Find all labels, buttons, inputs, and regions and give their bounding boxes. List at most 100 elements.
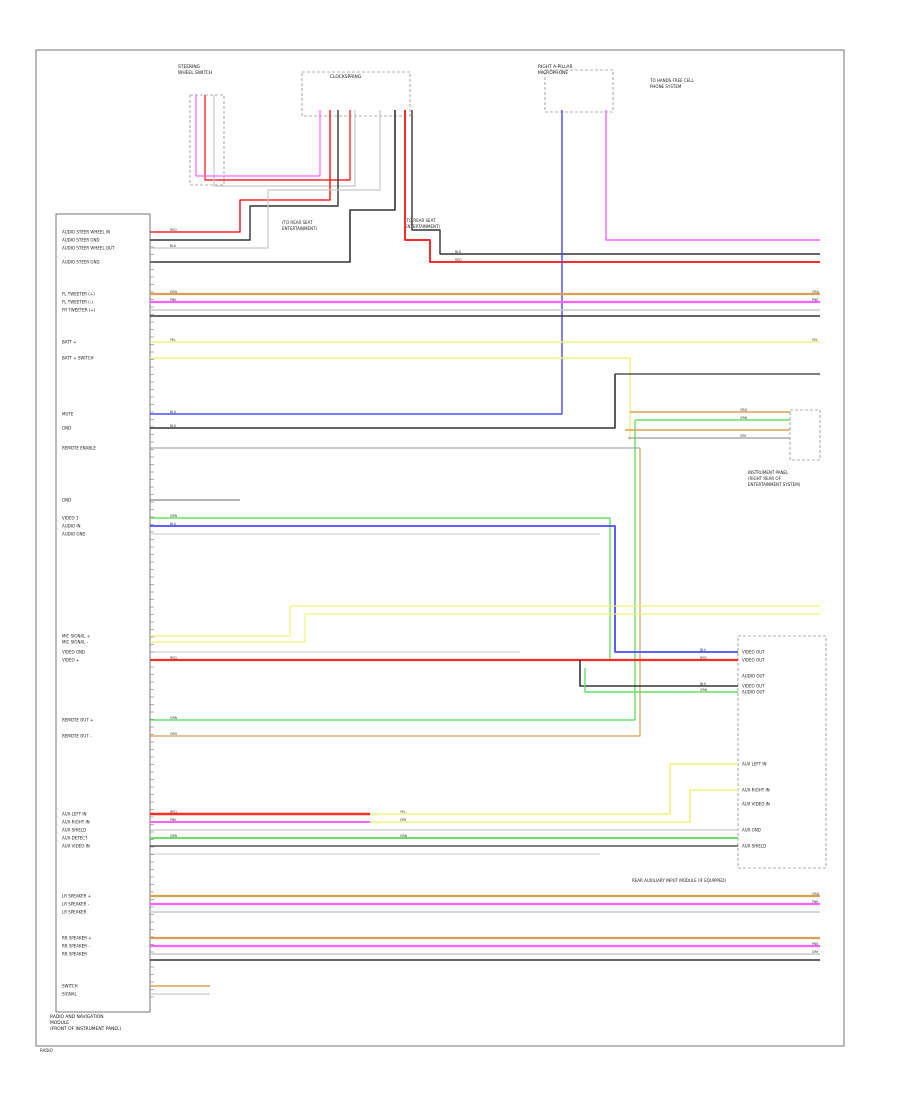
wire-code: GRN	[400, 834, 408, 838]
component-label: REAR AUXILIARY INPUT MODULE (IF EQUIPPED…	[632, 878, 726, 883]
wire-yellow	[370, 789, 738, 823]
wire-code: YEL	[812, 338, 818, 342]
wire-code: BLK	[170, 424, 177, 428]
pin-label: AUX SHIELD	[62, 828, 86, 833]
module-pin-label: AUX SHIELD	[742, 844, 766, 849]
left-pin-labels: AUDIO STEER WHEEL IN AUDIO STEER GND AUDIO…	[62, 230, 115, 997]
pin-label: LR SPEAKER -	[62, 902, 90, 907]
wire-code: ORG	[740, 408, 748, 412]
wire-red	[204, 95, 351, 181]
module-pin-label: AUDIO OUT	[742, 674, 765, 679]
component-note: PHONE SYSTEM	[650, 84, 682, 89]
wire-dark	[411, 110, 820, 255]
pin-label: LR SPEAKER +	[62, 894, 91, 899]
wire-dark	[579, 660, 738, 687]
pin-label: REMOTE OUT +	[62, 718, 93, 723]
pin-label: GND	[62, 426, 71, 431]
component-label: RIGHT A-PILLAR	[538, 64, 573, 70]
pin-label: VIDEO +	[62, 658, 79, 663]
pin-label: SWITCH	[62, 984, 78, 989]
wire-yellow	[150, 605, 820, 637]
pin-label: AUDIO GND	[62, 532, 86, 537]
pin-label: MIC SIGNAL -	[62, 640, 89, 645]
wire-code: GRY	[400, 818, 406, 822]
wire-code: YEL	[170, 338, 176, 342]
pin-label: FL TWEETER (+)	[62, 292, 95, 297]
pin-label: GND	[62, 498, 71, 503]
wire-code: RED	[170, 656, 177, 660]
wire-code: BLU	[170, 522, 177, 526]
component-label: MICROPHONE	[538, 70, 568, 76]
module-pin-label: VIDEO OUT	[742, 684, 765, 689]
wire-gray	[213, 95, 356, 187]
diagram-frame	[35, 49, 845, 1047]
connector-outline	[189, 94, 225, 186]
wire-dark	[150, 110, 396, 263]
wire-red	[404, 110, 820, 263]
component-label: CLOCKSPRING	[330, 74, 362, 80]
pin-label: VIDEO 1	[62, 516, 79, 521]
module-pin-label: AUX LEFT IN	[742, 762, 767, 767]
wire-green	[584, 668, 738, 693]
wire-dark	[150, 110, 339, 241]
component-label: (FRONT OF INSTRUMENT PANEL)	[50, 1026, 122, 1032]
wire-code: RED	[170, 228, 177, 232]
wire-blue	[150, 110, 563, 415]
wire-code: PNK	[812, 942, 819, 946]
pin-label: AUX VIDEO IN	[62, 844, 90, 849]
wire-code: BLK	[455, 250, 462, 254]
pin-label: MIC SIGNAL +	[62, 634, 90, 639]
component-outline	[301, 71, 411, 117]
rear-aux-module	[737, 635, 827, 869]
wire-code: BLK	[700, 682, 707, 686]
wire-pink	[195, 95, 321, 177]
module-pin-label: AUDIO OUT	[742, 690, 765, 695]
component-outline	[544, 69, 614, 113]
wire-code: GRN	[170, 834, 178, 838]
pin-label: LR SPEAKER	[62, 910, 87, 915]
wire-code: PNK	[812, 900, 819, 904]
pin-label: AUX LEFT IN	[62, 812, 87, 817]
wire-code: BLU	[700, 648, 707, 652]
pin-label: AUDIO STEER GND	[62, 238, 100, 243]
pin-label: REMOTE OUT -	[62, 734, 92, 739]
wire-code: BLU	[170, 410, 177, 414]
wire-red	[150, 110, 331, 233]
pin-label: AUDIO IN	[62, 524, 81, 529]
ground-note: ENTERTAINMENT)	[405, 224, 440, 229]
wire-dark	[150, 374, 616, 429]
steering-wheel-switch: STEERING WHEEL SWITCH	[178, 64, 225, 186]
pin-label: BATT + SWITCH	[62, 356, 94, 361]
clockspring: CLOCKSPRING	[301, 71, 411, 117]
wire-code: BLK	[170, 244, 177, 248]
a-pillar-microphone: RIGHT A-PILLAR MICROPHONE TO HANDS FREE …	[538, 64, 694, 113]
rear-entertainment-connector	[789, 409, 821, 461]
component-label: RADIO AND NAVIGATION	[50, 1014, 104, 1020]
pin-label: MUTE	[62, 412, 74, 417]
wire-pink	[605, 110, 820, 241]
component-label: WHEEL SWITCH	[178, 70, 212, 76]
wire-gray	[150, 110, 381, 249]
pin-label: AUDIO STEER WHEEL IN	[62, 230, 110, 235]
wire-code: GRY	[740, 434, 746, 438]
wire-code: GRY	[812, 950, 818, 954]
pin-label: AUDIO STEER GND	[62, 260, 100, 265]
pin-label: RR SPEAKER -	[62, 944, 90, 949]
wires	[150, 95, 820, 995]
pin-label: FL TWEETER (-)	[62, 300, 93, 305]
component-label: MODULE	[50, 1020, 69, 1026]
footer-label: RADIO	[40, 1048, 53, 1053]
radio-module-outline	[55, 213, 151, 1013]
module-pin-label: AUX GND	[742, 828, 761, 833]
ground-note: (TO REAR SEAT	[405, 218, 436, 223]
module-pin-label: AUX VIDEO IN	[742, 802, 770, 807]
pin-label: AUDIO STEER WHEEL OUT	[62, 246, 115, 251]
module-pin-label: VIDEO OUT	[742, 658, 765, 663]
pin-label: RR SPEAKER	[62, 952, 87, 957]
wire-code: PNK	[170, 818, 177, 822]
module-pin-label: AUX RIGHT IN	[742, 788, 770, 793]
wire-yellow	[370, 763, 738, 815]
module-pin-label: VIDEO OUT	[742, 650, 765, 655]
